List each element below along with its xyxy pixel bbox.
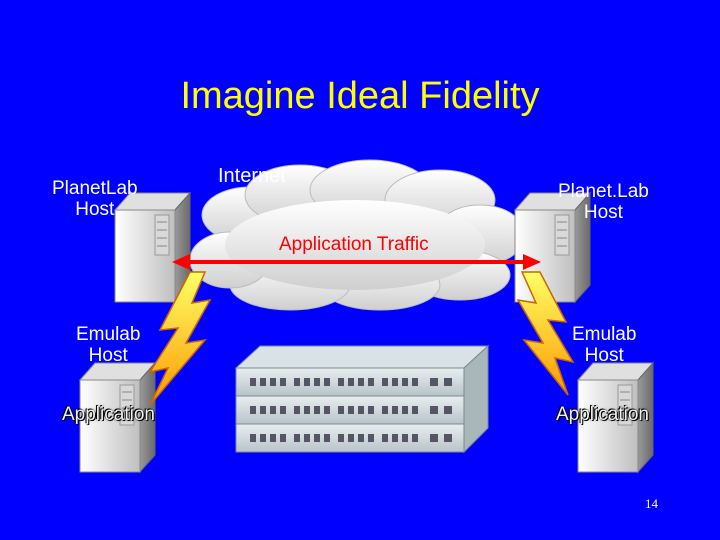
double-arrow-icon [172, 254, 541, 270]
server-icon [78, 361, 157, 474]
right-application-label: Application [556, 404, 649, 425]
lightning-icon [516, 271, 575, 396]
application-traffic-label: Application Traffic [279, 234, 429, 255]
left-planetlab-host-label: PlanetLab Host [52, 178, 138, 220]
right-emulab-host-label: Emulab Host [572, 324, 637, 366]
lightning-icon [148, 271, 212, 406]
page-number: 14 [645, 496, 658, 511]
right-planetlab-host-label: Planet.Lab Host [558, 181, 649, 223]
cloud-icon [189, 159, 526, 311]
slide-title: Imagine Ideal Fidelity [180, 75, 540, 117]
internet-label: Internet [218, 165, 286, 187]
server-icon [576, 361, 655, 474]
left-emulab-host-label: Emulab Host [76, 324, 141, 366]
left-application-label: Application [62, 404, 155, 425]
server-icon [113, 191, 192, 304]
network-switch-icon [234, 344, 490, 454]
